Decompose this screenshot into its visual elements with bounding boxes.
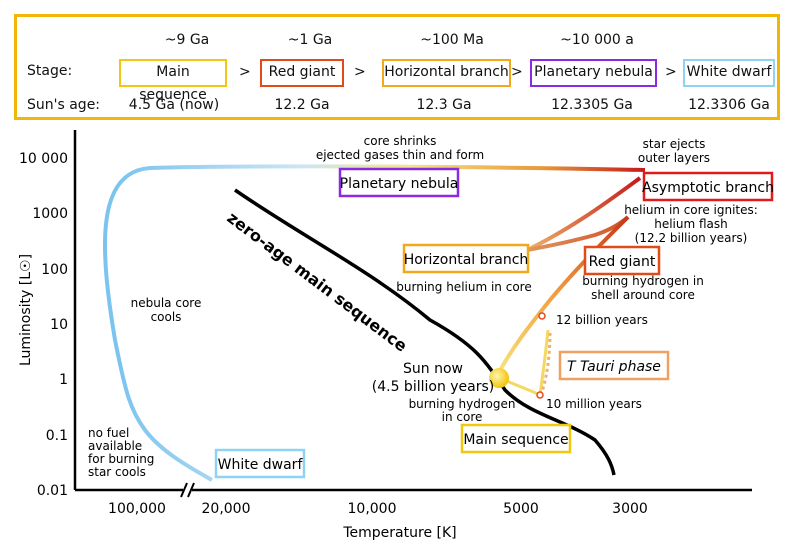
age-value: 12.3306 Ga	[688, 97, 770, 113]
annotation: ejected gases thin and form	[316, 148, 484, 162]
annotation: outer layers	[638, 151, 710, 165]
axis-break-mark	[187, 482, 195, 498]
sun-now-label: Sun now	[403, 361, 463, 377]
annotation: cools	[151, 310, 182, 324]
annotation: 12 billion years	[556, 313, 648, 327]
planetary-nebula-box	[338, 167, 460, 198]
twelve-billion-marker	[538, 312, 546, 320]
stage-box-main-sequence: Main sequence	[119, 59, 227, 103]
annotation: no fuel	[88, 426, 129, 440]
sun-icon	[489, 368, 509, 388]
main-sequence-label: Main sequence	[463, 432, 568, 448]
annotation: (12.2 billion years)	[635, 231, 748, 245]
ten-million-marker	[536, 391, 544, 399]
annotation: 10 million years	[546, 397, 642, 411]
red-giant-label: Red giant	[589, 254, 656, 270]
annotation: available	[88, 439, 142, 453]
subgiant-track	[499, 329, 550, 398]
x-tick-label: 10,000	[348, 501, 397, 517]
duration-label: ~9 Ga	[164, 32, 210, 48]
axis-break-gap	[183, 484, 192, 496]
annotation: burning hydrogen in	[582, 274, 704, 288]
white-dwarf-label: White dwarf	[218, 457, 304, 473]
y-tick-label: 1000	[32, 206, 68, 222]
annotation: core shrinks	[364, 134, 437, 148]
annotation: star ejects	[643, 137, 706, 151]
y-tick-label: 10 000	[19, 151, 68, 167]
age-value: 12.3305 Ga	[551, 97, 633, 113]
stage-box-planetary-nebula: Planetary nebula	[530, 59, 657, 87]
annotation: burning helium in core	[396, 280, 531, 294]
annotation: burning hydrogen	[409, 397, 516, 411]
white-dwarf-track	[103, 164, 646, 482]
x-tick-label: 5000	[503, 501, 539, 517]
x-tick-label: 20,000	[202, 501, 251, 517]
horizontal-branch-label: Horizontal branch	[404, 252, 529, 268]
asymptotic-branch-box	[642, 171, 774, 202]
agb-track	[522, 176, 642, 254]
annotation: in core	[442, 410, 483, 424]
axis-break-mark	[180, 482, 188, 498]
stage-panel: ~9 Ga ~1 Ga ~100 Ma ~10 000 a Stage: Sun…	[14, 14, 780, 120]
arrow-separator: >	[239, 64, 251, 80]
horizontal-branch-box	[402, 243, 530, 274]
duration-label: ~1 Ga	[287, 32, 333, 48]
y-tick-label: 100	[41, 262, 68, 278]
annotation: for burning	[88, 452, 154, 466]
asymptotic-branch-label: Asymptotic branch	[642, 180, 774, 196]
y-tick-label: 0.01	[37, 483, 68, 499]
sun-now-age: (4.5 billion years)	[372, 379, 495, 395]
y-tick-label: 10	[50, 317, 68, 333]
stage-box-horizontal-branch: Horizontal branch	[382, 59, 511, 87]
duration-label: ~100 Ma	[420, 32, 484, 48]
annotation: helium in core ignites:	[624, 203, 758, 217]
x-tick-label: 100,000	[108, 501, 166, 517]
x-tick-label: 3000	[612, 501, 648, 517]
main-sequence-box	[460, 423, 572, 454]
white-dwarf-box	[214, 448, 306, 479]
stage-box-red-giant: Red giant	[260, 59, 344, 87]
annotation: star cools	[88, 465, 146, 479]
age-value: 12.3 Ga	[416, 97, 472, 113]
t-tauri-label: T Tauri phase	[567, 359, 661, 375]
age-value: 4.5 Ga (now)	[128, 97, 220, 113]
stage-box-white-dwarf: White dwarf	[683, 59, 775, 87]
annotation: helium flash	[654, 217, 728, 231]
arrow-separator: >	[511, 64, 523, 80]
red-giant-box	[583, 245, 661, 276]
stage-row-label: Stage:	[27, 63, 73, 79]
zams-curve	[234, 188, 616, 476]
y-tick-label: 1	[59, 372, 68, 388]
y-axis-label: Luminosity [L☉]	[18, 254, 34, 366]
t-tauri-box	[558, 350, 670, 381]
arrow-separator: >	[665, 64, 677, 80]
arrow-separator: >	[354, 64, 366, 80]
annotation: shell around core	[591, 288, 695, 302]
planetary-nebula-label: Planetary nebula	[340, 176, 459, 192]
duration-label: ~10 000 a	[560, 32, 634, 48]
annotation: nebula core	[131, 296, 202, 310]
red-giant-track	[493, 215, 630, 381]
zams-label: zero-age main sequence	[224, 208, 411, 356]
x-axis-label: Temperature [K]	[342, 525, 456, 541]
age-row-label: Sun's age:	[27, 97, 101, 113]
y-tick-label: 0.1	[46, 428, 68, 444]
age-value: 12.2 Ga	[274, 97, 330, 113]
